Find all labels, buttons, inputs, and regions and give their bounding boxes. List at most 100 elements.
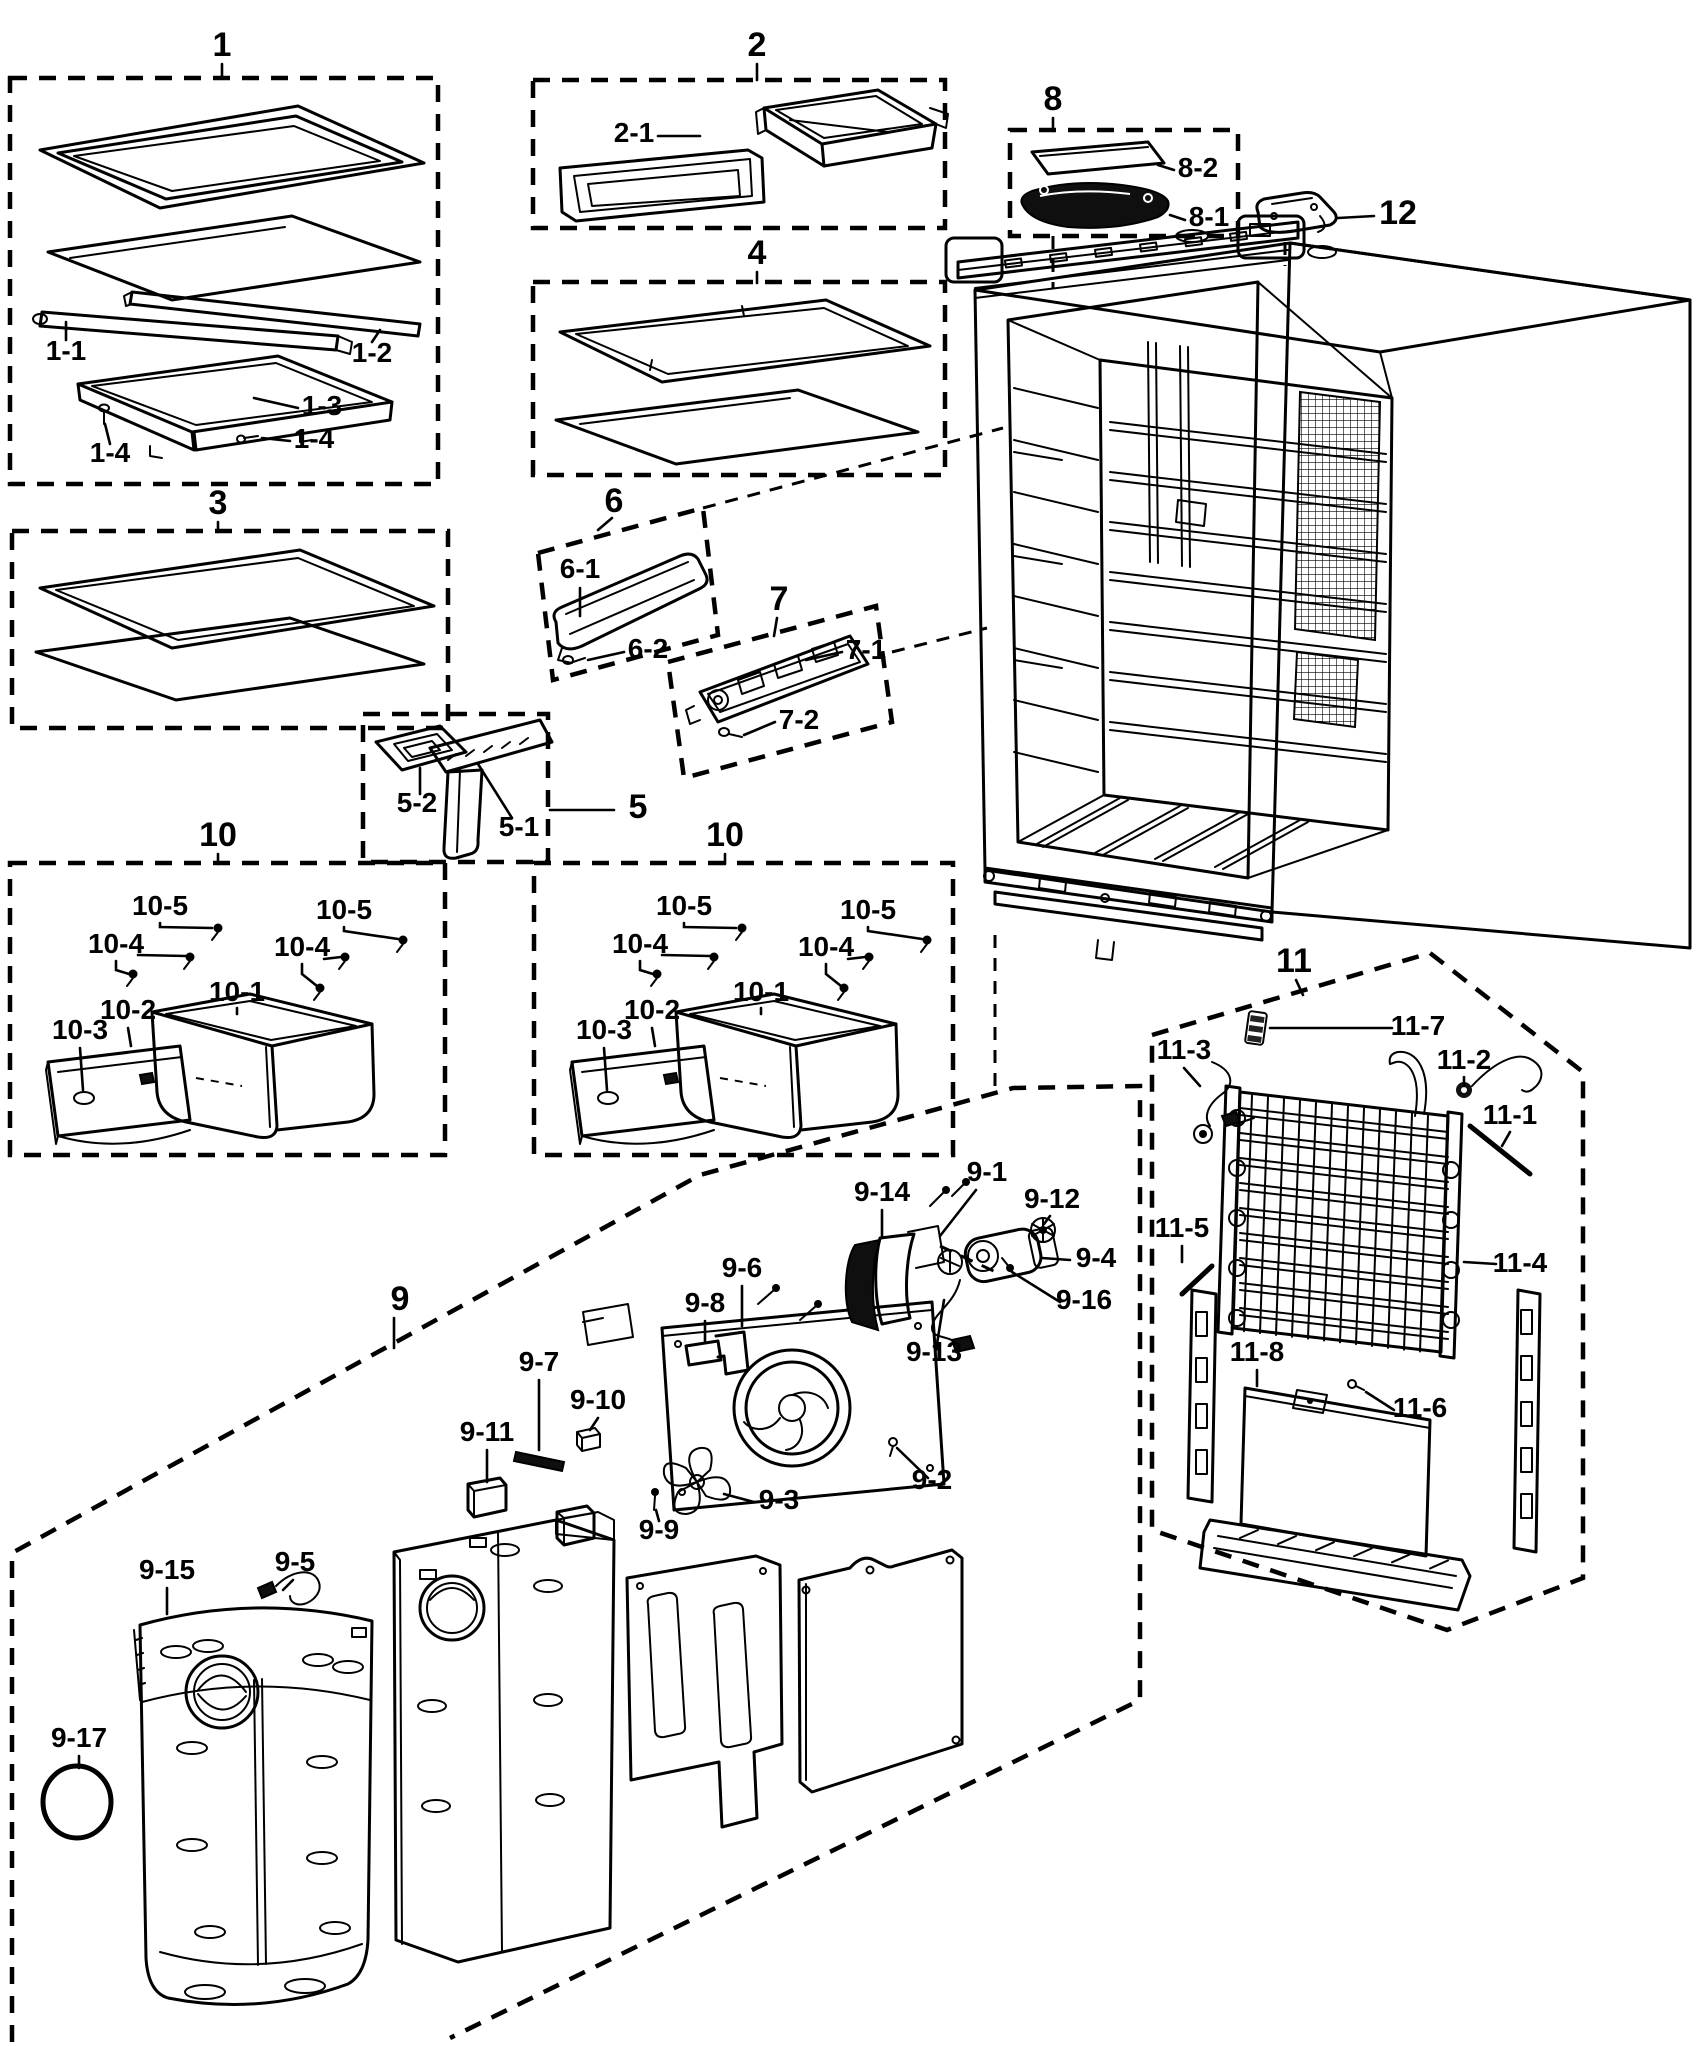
- leader-line: [846, 955, 867, 961]
- group-2-drawer: [530, 77, 949, 231]
- group-3-boundary: [9, 528, 451, 731]
- group-4-shelf: [530, 279, 948, 478]
- label-p10-2L: 10-2: [100, 994, 156, 1025]
- leader-line: [370, 328, 382, 344]
- drain-heater: [1179, 1263, 1215, 1297]
- leader-line: [596, 516, 614, 532]
- pocket-screw: [562, 655, 586, 665]
- label-p9-9: 9-9: [639, 1514, 679, 1545]
- damper-cube-small: [576, 1427, 601, 1452]
- label-g10a: 10: [199, 816, 237, 854]
- label-g5: 5: [629, 788, 648, 826]
- defrost-thermostat: [1244, 1010, 1268, 1046]
- heater-tube: [1467, 1123, 1533, 1177]
- group-6-boundary: [535, 505, 721, 683]
- drain-trough: [1198, 1518, 1472, 1612]
- duct-seal-frame: [625, 1554, 784, 1829]
- bracket-cap: [374, 724, 468, 772]
- leader-line: [824, 962, 843, 988]
- label-p8-2: 8-2: [1178, 152, 1218, 183]
- lamp-cover: [1020, 182, 1170, 229]
- label-p10-2R: 10-2: [624, 994, 680, 1025]
- leader-line: [126, 1026, 133, 1048]
- side-bracket-left: [1186, 1288, 1218, 1504]
- label-p7-2: 7-2: [779, 704, 819, 735]
- label-p6-2: 6-2: [628, 633, 668, 664]
- leader-line: [322, 955, 343, 961]
- leader-line: [342, 925, 400, 941]
- cabinet-top-face: [973, 241, 1692, 354]
- leader-line: [1042, 1214, 1052, 1226]
- label-p9-7: 9-7: [519, 1346, 559, 1377]
- label-p10-5Lb: 10-5: [316, 894, 372, 925]
- foam-block-left: [466, 1476, 508, 1519]
- leader-line: [158, 921, 214, 930]
- group-1-shelf-assembly: [7, 75, 441, 487]
- side-bracket-right: [1512, 1288, 1542, 1554]
- motor-bracket: [844, 1178, 970, 1332]
- label-g2: 2: [748, 26, 767, 64]
- leader-line: [891, 626, 988, 654]
- shelf-frame: [38, 548, 436, 650]
- basket-screws: [126, 923, 408, 1001]
- group-9-fan-duct-assembly: [9, 1083, 1143, 2042]
- group-4-boundary: [530, 279, 948, 478]
- label-g8: 8: [1044, 80, 1063, 118]
- basket-front-panel: [45, 1044, 192, 1145]
- label-p10-4La: 10-4: [88, 928, 144, 959]
- label-g10b: 10: [706, 816, 744, 854]
- label-p9-1: 9-1: [967, 1156, 1007, 1187]
- top-rail: [944, 214, 1337, 299]
- label-p11-1: 11-1: [1483, 1099, 1538, 1130]
- rear-duct-cover: [392, 1511, 616, 1964]
- shelf-glass: [554, 388, 920, 466]
- leader-line: [1010, 1270, 1062, 1304]
- back-wall-tubes: [1147, 341, 1191, 568]
- drawer-tray: [755, 88, 949, 168]
- label-p10-5Ra: 10-5: [656, 890, 712, 921]
- suction-tube: [1388, 1050, 1428, 1117]
- control-screw: [718, 727, 743, 738]
- label-p9-4: 9-4: [1076, 1242, 1117, 1273]
- label-p10-4Lb: 10-4: [274, 931, 330, 962]
- leader-line: [300, 962, 319, 988]
- label-p9-16: 9-16: [1056, 1284, 1112, 1315]
- basket-assembly: [45, 923, 408, 1145]
- leader-line: [281, 1578, 295, 1592]
- thermistor-bracket: [684, 1330, 750, 1376]
- label-p11-5: 11-5: [1155, 1212, 1210, 1243]
- label-p9-6: 9-6: [722, 1252, 762, 1283]
- label-p6-1: 6-1: [560, 553, 600, 584]
- evap-coil-fins: [1228, 1094, 1460, 1353]
- bracket-body: [428, 718, 554, 860]
- fan-shroud: [660, 1284, 946, 1512]
- leader-line: [1040, 1256, 1072, 1262]
- pocket-tray: [552, 552, 709, 664]
- label-p8-1: 8-1: [1189, 201, 1229, 232]
- group-11-boundary: [1149, 950, 1586, 1633]
- group-8-lamp: [1007, 127, 1241, 239]
- label-p10-4Rb: 10-4: [798, 931, 854, 962]
- leader-line: [103, 422, 112, 446]
- leader-line: [1462, 1260, 1498, 1266]
- drawer-front-cover: [558, 148, 766, 223]
- group-7-control: [665, 603, 895, 781]
- shelf-rail-rear: [123, 290, 422, 338]
- motor-grommet: [1030, 1217, 1056, 1243]
- leader-line: [1156, 163, 1176, 172]
- spacer-strip: [512, 1450, 566, 1473]
- label-p11-4: 11-4: [1493, 1247, 1548, 1278]
- label-p11-2: 11-2: [1437, 1044, 1492, 1075]
- label-p1-4a: 1-4: [90, 437, 131, 468]
- label-p9-3: 9-3: [759, 1484, 799, 1515]
- label-g11: 11: [1276, 942, 1312, 980]
- fan-blade: [662, 1446, 732, 1515]
- leader-lines: [64, 62, 1512, 1770]
- group-6-pocket: [535, 505, 721, 683]
- group-10-left-boundary: [7, 860, 448, 1158]
- label-p1-1: 1-1: [46, 335, 86, 366]
- leader-line: [114, 959, 131, 976]
- shelf-rail-front: [32, 310, 353, 355]
- evap-left-frame: [1216, 1084, 1242, 1336]
